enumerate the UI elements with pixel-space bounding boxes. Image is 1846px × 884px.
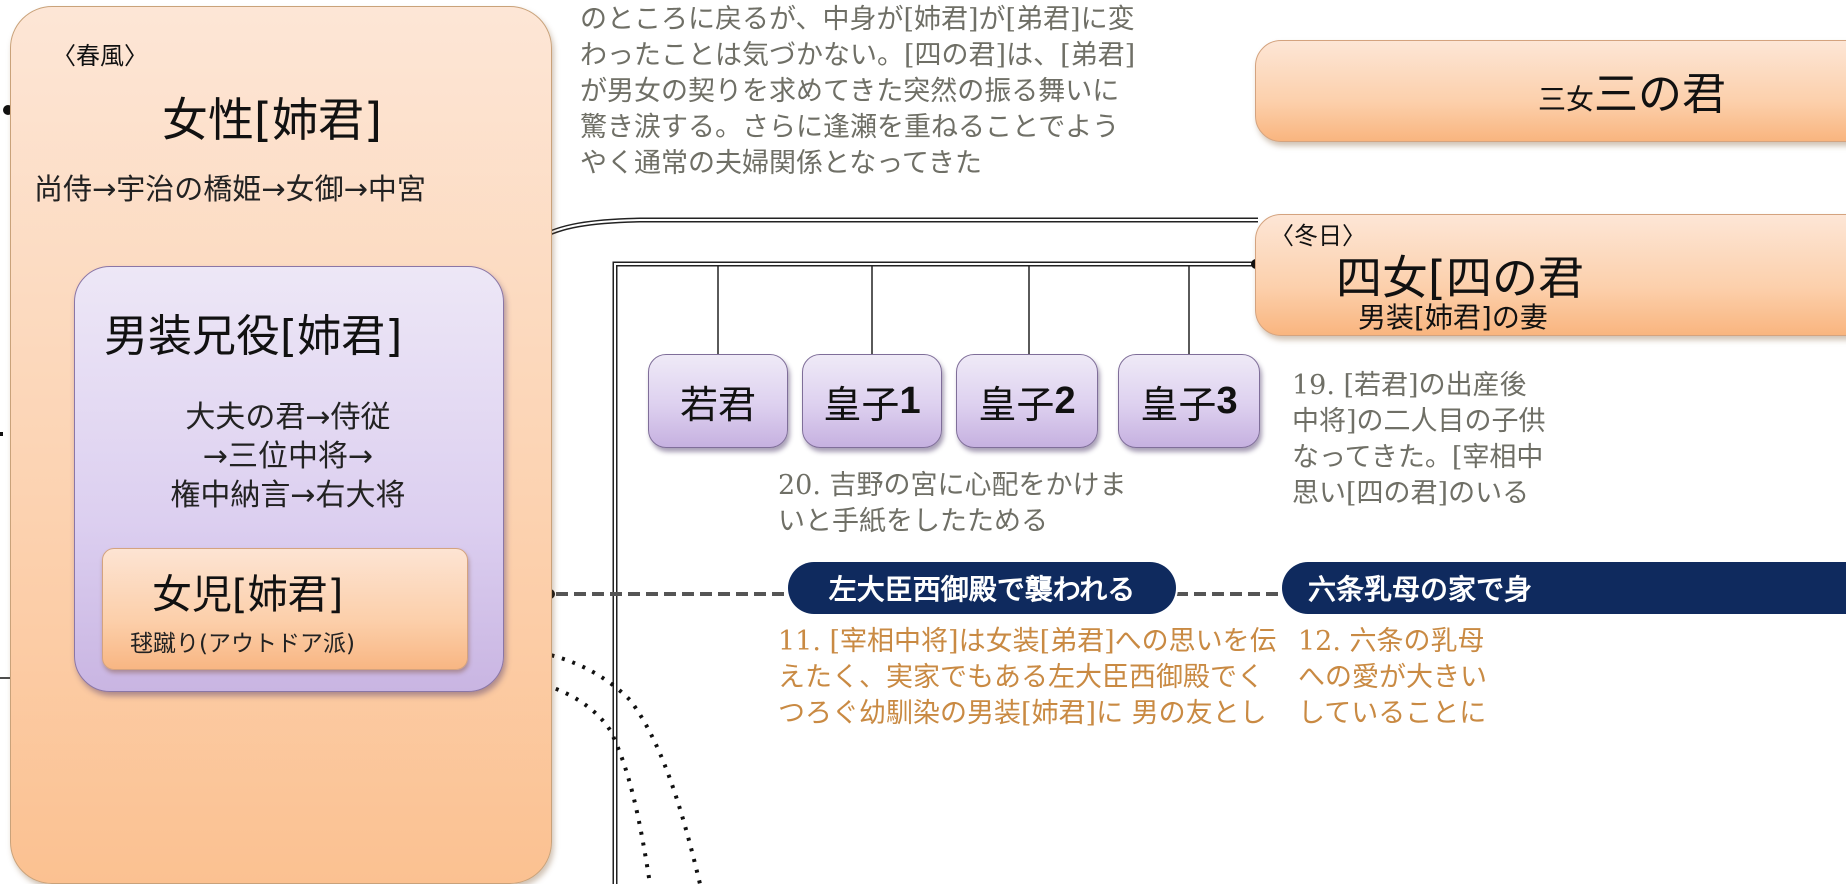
connector-male-to-fourth <box>491 217 1258 301</box>
narrative-line: やく通常の夫婦関係となってきた <box>580 148 983 179</box>
child-label: 皇子 <box>823 382 900 427</box>
event-pill-west-palace[interactable]: 左大臣西御殿で襲われる <box>788 562 1176 614</box>
career-line: →三位中将→ <box>202 439 374 474</box>
child-number: 1 <box>899 379 921 422</box>
note-11: 11. [宰相中将]は女装[弟君]への思いを伝 えたく、実家でもある左大臣西御殿… <box>778 624 1277 732</box>
fourth-daughter-subtitle: 男装[姉君]の妻 <box>1358 301 1548 334</box>
note-20: 20. 吉野の宮に心配をかけま いと手紙をしたためる <box>778 468 1127 540</box>
note-line: 19. [若君]の出産後 <box>1292 370 1527 401</box>
fourth-daughter-box[interactable] <box>1255 214 1846 336</box>
note-line: 12. 六条の乳母 <box>1298 626 1485 657</box>
child-label: 若君 <box>679 382 756 427</box>
season-tag-winter: 〈冬日〉 <box>1270 222 1366 250</box>
girl-child-box[interactable] <box>102 548 468 670</box>
note-line: 思い[四の君]のいる <box>1292 478 1530 509</box>
season-tag-spring: 〈春風〉 <box>52 42 148 70</box>
narrative-line: 驚き涙する。さらに逢瀬を重ねることでよう <box>580 112 1120 143</box>
note-line: 11. [宰相中将]は女装[弟君]への思いを伝 <box>778 626 1277 657</box>
note-line: への愛が大きい <box>1298 662 1487 693</box>
third-daughter-name: 三の君 <box>1594 69 1727 120</box>
note-12: 12. 六条の乳母 への愛が大きい していることに <box>1298 624 1487 732</box>
narrative-line: が男女の契りを求めてきた突然の振る舞いに <box>580 76 1120 107</box>
note-line: 中将]の二人目の子供 <box>1292 406 1546 437</box>
career-line: 権中納言→右大将 <box>170 478 406 513</box>
note-line: していることに <box>1298 698 1487 729</box>
note-line: えたく、実家でもある左大臣西御殿でく <box>778 662 1264 693</box>
narrative-line: わったことは気づかない。[四の君]は、[弟君] <box>580 40 1136 71</box>
child-box-wakagimi[interactable]: 若君 <box>648 354 788 448</box>
fourth-daughter-title: 四女[四の君 <box>1336 251 1584 305</box>
female-career-path: 尚侍→宇治の橋姫→女御→中宮 <box>34 172 426 206</box>
note-line: いと手紙をしたためる <box>778 506 1048 537</box>
note-line: なってきた。[宰相中 <box>1292 442 1544 473</box>
third-daughter-box[interactable] <box>1255 40 1846 142</box>
event-pill-rokujo-nurse-house[interactable]: 六条乳母の家で身 <box>1282 562 1846 614</box>
child-number: 3 <box>1216 379 1238 422</box>
male-career-path: 大夫の君→侍従 →三位中将→ 権中納言→右大将 <box>74 398 502 515</box>
third-daughter-label: 三女三の君 <box>1538 58 1726 122</box>
career-line: 大夫の君→侍従 <box>185 400 391 435</box>
female-sister-title: 女性[姉君] <box>162 93 382 147</box>
male-role-title: 男装兄役[姉君] <box>104 311 403 362</box>
note-line: つろぐ幼馴染の男装[姉君]に 男の友とし <box>778 698 1267 729</box>
girl-child-title: 女児[姉君] <box>152 572 344 618</box>
third-daughter-prefix: 三女 <box>1538 83 1595 116</box>
child-label: 皇子 <box>1140 382 1217 427</box>
note-line: 20. 吉野の宮に心配をかけま <box>778 470 1127 501</box>
note-19: 19. [若君]の出産後 中将]の二人目の子供 なってきた。[宰相中 思い[四の… <box>1292 368 1546 512</box>
narrative-top: のところに戻るが、中身が[姉君]が[弟君]に変 わったことは気づかない。[四の君… <box>580 2 1135 182</box>
child-number: 2 <box>1054 379 1076 422</box>
girl-child-subtitle: 毬蹴り(アウトドア派) <box>130 631 355 657</box>
narrative-line: のところに戻るが、中身が[姉君]が[弟君]に変 <box>580 4 1135 35</box>
child-label: 皇子 <box>978 382 1055 427</box>
